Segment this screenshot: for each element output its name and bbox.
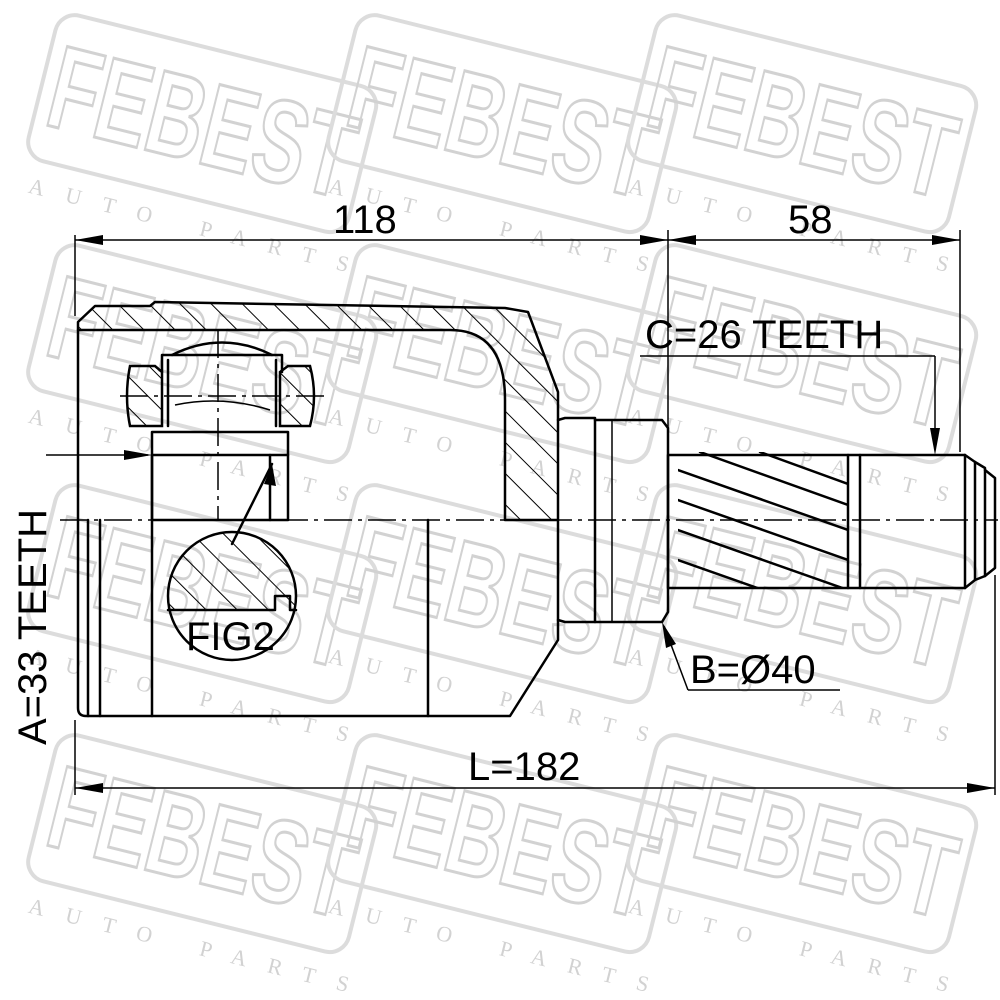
inner-teeth-label: A=33 TEETH xyxy=(11,509,55,745)
callout-inner-spline: A=33 TEETH xyxy=(11,450,152,745)
dim-housing-value: 118 xyxy=(333,198,397,242)
watermark-logo: FEBEST AUTO PARTS xyxy=(626,483,979,752)
fig2-label: FIG2 xyxy=(186,615,275,659)
circlip-detail xyxy=(120,330,330,520)
watermark-logo: FEBEST AUTO PARTS xyxy=(626,733,979,1000)
callout-seal-diameter: B=Ø40 xyxy=(662,622,840,692)
seal-diameter-label: B=Ø40 xyxy=(690,648,816,692)
dimension-shaft-length: 58 xyxy=(668,198,961,452)
housing-body xyxy=(76,453,560,718)
outer-teeth-label: C=26 TEETH xyxy=(645,313,883,357)
callout-outer-spline: C=26 TEETH xyxy=(640,313,940,455)
dimension-housing-length: 118 xyxy=(74,198,669,428)
watermark-logo: FEBEST AUTO PARTS xyxy=(626,243,979,512)
dim-total-value: L=182 xyxy=(468,745,580,789)
housing-section xyxy=(76,300,560,522)
dim-shaft-value: 58 xyxy=(788,198,833,242)
dimension-total-length: L=182 xyxy=(74,575,996,795)
